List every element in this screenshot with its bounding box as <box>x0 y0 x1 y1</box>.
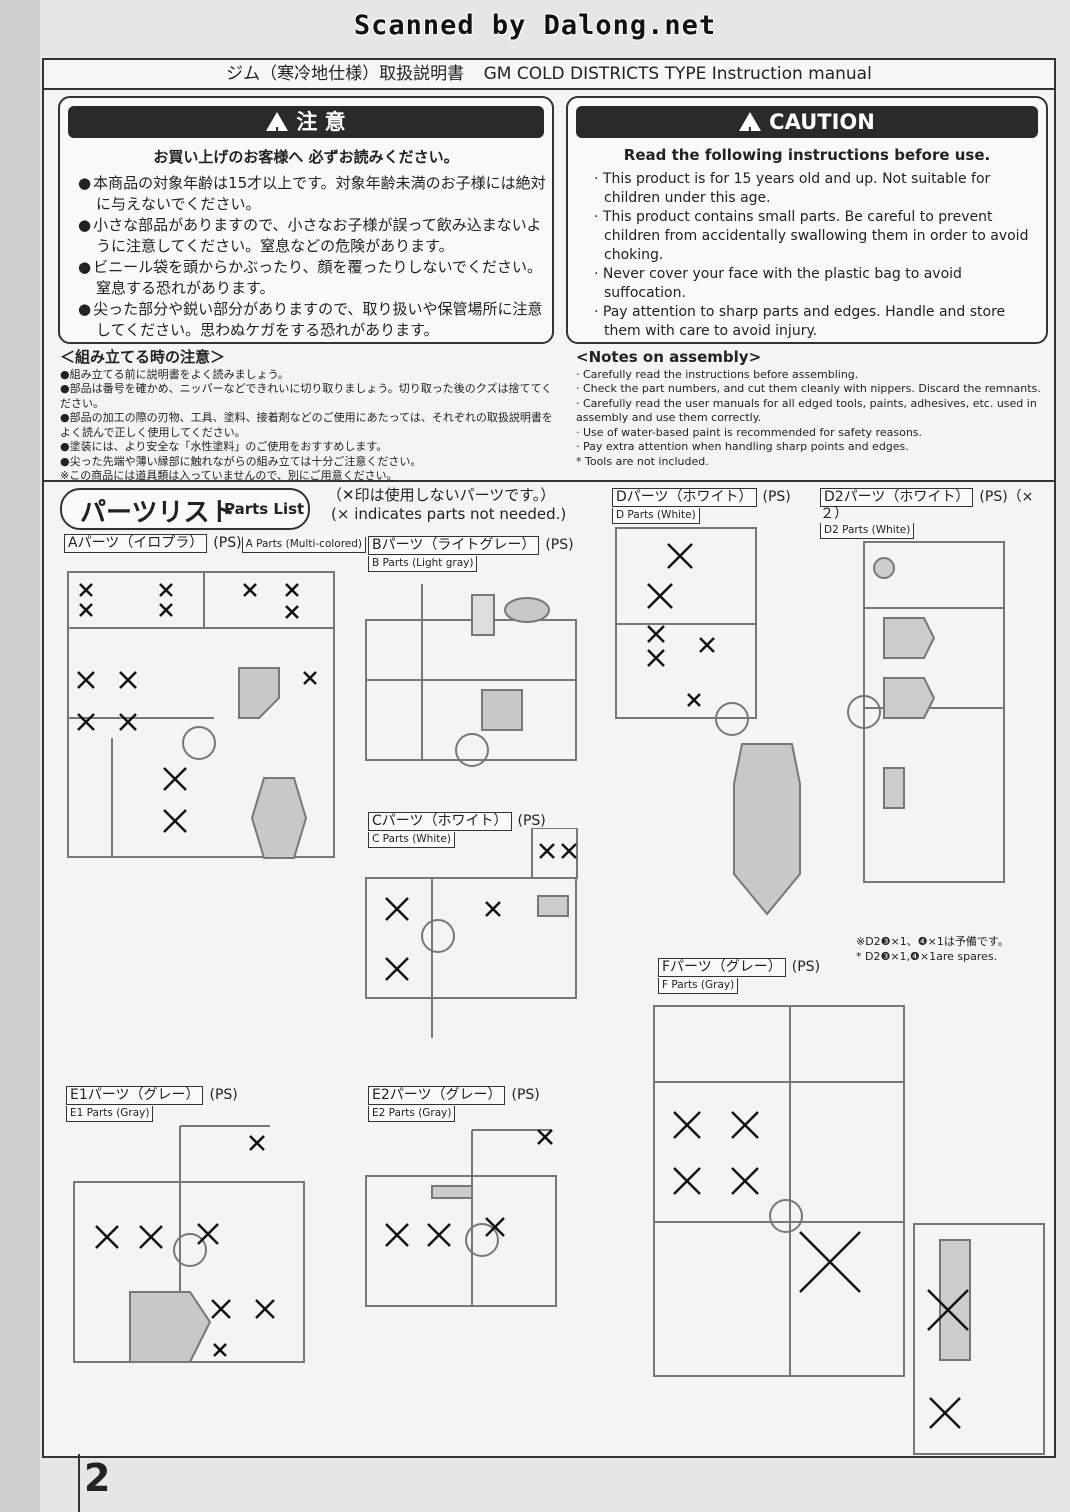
runner-label-b: Bパーツ（ライトグレー）(PS)B Parts (Light gray) <box>368 536 574 572</box>
runner-a-diagram <box>67 571 335 859</box>
runner-d-diagram <box>615 527 801 916</box>
page-number-rule <box>78 1454 80 1512</box>
runner-label-c: Cパーツ（ホワイト）(PS)C Parts (White) <box>368 812 546 848</box>
parts-list-title-en: Parts List <box>224 500 305 518</box>
note-item: · Use of water-based paint is recommende… <box>576 425 923 439</box>
caution-item: 本商品の対象年齢は15才以上です。対象年齢未満のお子様には絶対に与えないでくださ… <box>78 173 552 215</box>
runner-label-a: Aパーツ（イロプラ）(PS)A Parts (Multi-colored) <box>64 534 367 553</box>
note-item: ※この商品には道具類は入っていませんので、別にご用意ください。 <box>60 469 398 482</box>
notes-title-en: <Notes on assembly> <box>576 348 762 366</box>
runner-e1-diagram <box>73 1125 305 1363</box>
note-item: · Carefully read the user manuals for al… <box>576 396 1037 425</box>
runner-label-d: Dパーツ（ホワイト）(PS)D Parts (White) <box>612 488 791 524</box>
parts-list-title-jp: パーツリスト <box>80 498 236 528</box>
note-item: ●組み立てる前に説明書をよく読みましょう。 <box>60 367 289 381</box>
runner-label-d2: D2パーツ（ホワイト）(PS)（×２）D2 Parts (White) <box>820 488 1054 539</box>
spares-note-jp: ※D2❸×1、❹×1は予備です。 <box>856 935 1009 948</box>
note-item: ●塗装には、より安全な「水性塗料」のご使用をおすすめします。 <box>60 440 388 453</box>
section-divider <box>44 480 1054 482</box>
note-item: * Tools are not included. <box>576 454 709 468</box>
scan-edge <box>0 0 40 1512</box>
caution-lead-en: Read the following instructions before u… <box>623 146 991 164</box>
parts-note-en: (× indicates parts not needed.) <box>331 505 567 523</box>
caution-item: Pay attention to sharp parts and edges. … <box>594 303 1046 341</box>
caution-item: This product contains small parts. Be ca… <box>594 208 1046 265</box>
page-number: 2 <box>84 1456 111 1500</box>
parts-list-title: パーツリスト Parts List <box>60 488 310 530</box>
header-bar: ジム（寒冷地仕様）取扱説明書 GM COLD DISTRICTS TYPE In… <box>44 60 1054 90</box>
runner-label-f: Fパーツ（グレー）(PS)F Parts (Gray) <box>658 958 820 994</box>
spares-note: ※D2❸×1、❹×1は予備です。 * D2❸×1,❹×1are spares. <box>856 934 1009 964</box>
caution-box-jp: 注 意 お買い上げのお客様へ 必ずお読みください。 本商品の対象年齢は15才以上… <box>58 96 554 344</box>
parts-list-note: （✕印は使用しないパーツです。） (× indicates parts not … <box>327 486 566 524</box>
note-item: · Pay extra attention when handling shar… <box>576 440 909 453</box>
caution-item: Never cover your face with the plastic b… <box>594 265 1046 303</box>
runner-e2-diagram <box>365 1129 557 1307</box>
warning-icon <box>739 112 762 148</box>
header-title-jp: ジム（寒冷地仕様）取扱説明書 <box>226 64 465 84</box>
caution-title-en: CAUTION <box>576 106 1038 148</box>
parts-note-jp: （✕印は使用しないパーツです。） <box>327 486 556 504</box>
caution-item: 小さな部品がありますので、小さなお子様が誤って飲み込まないように注意してください… <box>78 215 552 257</box>
runner-d2-diagram <box>847 541 1005 883</box>
note-item: ●尖った先端や薄い縁部に触れながらの組み立ては十分ご注意ください。 <box>60 454 422 468</box>
caution-list-jp: 本商品の対象年齢は15才以上です。対象年齢未満のお子様には絶対に与えないでくださ… <box>78 173 552 341</box>
caution-item: 尖った部分や鋭い部分がありますので、取り扱いや保管場所に注意してください。思わぬ… <box>78 299 552 341</box>
runner-label-e1: E1パーツ（グレー）(PS)E1 Parts (Gray) <box>66 1086 238 1122</box>
caution-title-jp: 注 意 <box>68 106 544 148</box>
warning-icon <box>266 112 289 148</box>
note-item: · Check the part numbers, and cut them c… <box>576 382 1041 395</box>
runner-f-diagram <box>653 1005 905 1377</box>
caution-item: ビニール袋を頭からかぶったり、顔を覆ったりしないでください。窒息する恐れがありま… <box>78 257 552 299</box>
assembly-notes-jp: ＜組み立てる時の注意＞ ●組み立てる前に説明書をよく読みましょう。 ●部品は番号… <box>60 350 560 484</box>
spares-note-en: * D2❸×1,❹×1are spares. <box>856 950 998 963</box>
notes-title-jp: ＜組み立てる時の注意＞ <box>60 348 226 366</box>
note-item: ●部品の加工の際の刃物、工具、塗料、接着剤などのご使用にあたっては、それぞれの取… <box>60 411 553 439</box>
runner-c-diagram <box>365 828 578 1038</box>
caution-box-en: CAUTION Read the following instructions … <box>566 96 1048 344</box>
caution-item: This product is for 15 years old and up.… <box>594 170 1046 208</box>
header-title-en: GM COLD DISTRICTS TYPE Instruction manua… <box>483 64 872 84</box>
note-item: · Carefully read the instructions before… <box>576 367 859 381</box>
runner-label-e2: E2パーツ（グレー）(PS)E2 Parts (Gray) <box>368 1086 540 1122</box>
runner-f-right-diagram <box>913 1223 1045 1455</box>
manual-page: ジム（寒冷地仕様）取扱説明書 GM COLD DISTRICTS TYPE In… <box>42 58 1056 1458</box>
assembly-notes-en: <Notes on assembly> · Carefully read the… <box>576 350 1046 469</box>
watermark: Scanned by Dalong.net <box>353 10 717 41</box>
runner-b-diagram <box>365 584 577 767</box>
note-item: ●部品は番号を確かめ、ニッパーなどできれいに切り取りましょう。切り取った後のクズ… <box>60 382 553 410</box>
caution-lead-jp: お買い上げのお客様へ 必ずお読みください。 <box>153 148 459 166</box>
caution-list-en: This product is for 15 years old and up.… <box>594 170 1046 341</box>
